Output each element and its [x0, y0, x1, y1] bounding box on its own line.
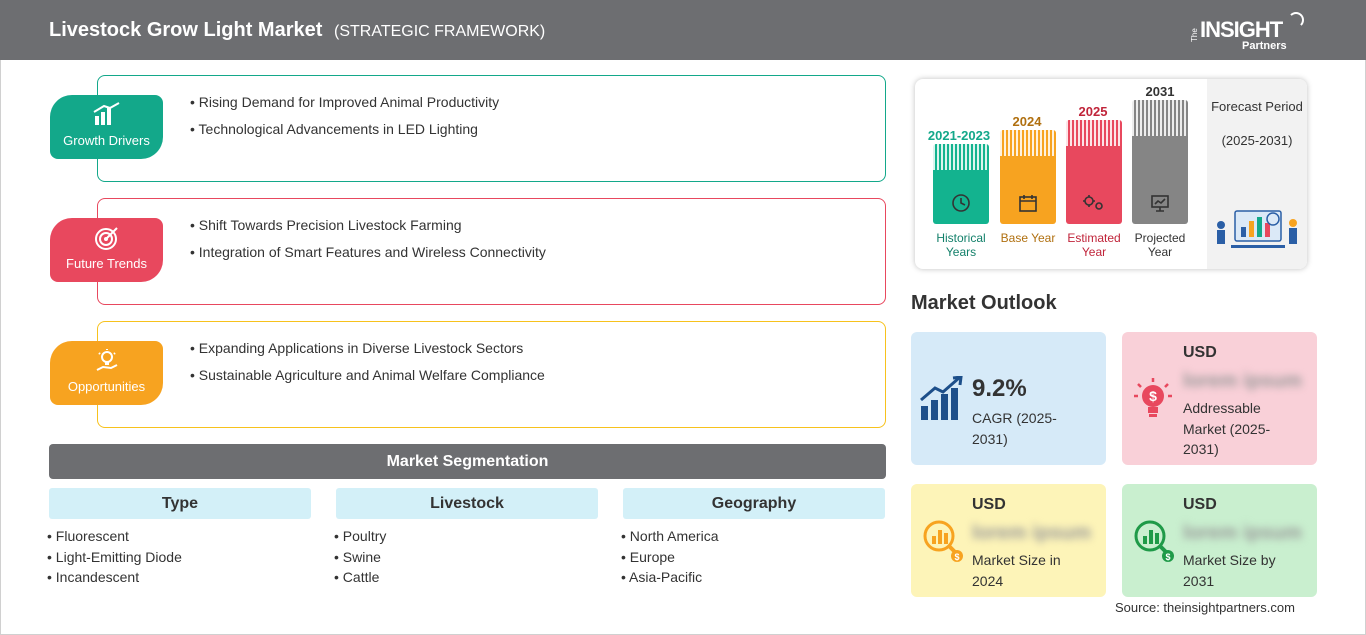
- addressable-value: lorem ipsum: [1183, 370, 1302, 392]
- addressable-market-card: $ USD lorem ipsum Addressable Market (20…: [1122, 332, 1317, 465]
- list-item: Incandescent: [47, 567, 182, 588]
- opportunities-box: Expanding Applications in Diverse Livest…: [97, 321, 886, 428]
- segment-heading-geography: Geography: [623, 488, 885, 519]
- list-item: Integration of Smart Features and Wirele…: [190, 244, 546, 260]
- magnifier-chart-icon: $: [1134, 520, 1174, 562]
- lightbulb-hand-icon: [50, 348, 163, 380]
- opportunities-badge: Opportunities: [50, 341, 163, 405]
- market-size-2024-label: Market Size in 2024: [972, 552, 1061, 589]
- timeline-year: 2024: [1012, 114, 1042, 129]
- page-title: Livestock Grow Light Market: [49, 19, 323, 41]
- segmentation-title: Market Segmentation: [49, 444, 886, 479]
- lightbulb-dollar-icon: $: [1134, 378, 1172, 417]
- timeline-year: 2021-2023: [927, 128, 991, 143]
- header-bar: Livestock Grow Light Market (STRATEGIC F…: [0, 0, 1366, 60]
- segment-list-type: Fluorescent Light-Emitting Diode Incande…: [47, 526, 182, 588]
- list-item: Expanding Applications in Diverse Livest…: [190, 340, 545, 356]
- timeline-year: 2025: [1078, 104, 1108, 119]
- calendar-icon: [1000, 192, 1056, 219]
- list-item: Cattle: [334, 567, 386, 588]
- list-item: Asia-Pacific: [621, 567, 719, 588]
- analyst-illustration-icon: [1217, 210, 1297, 248]
- forecast-label: Forecast Period: [1211, 99, 1303, 114]
- forecast-range: (2025-2031): [1221, 133, 1293, 148]
- insight-partners-logo: The INSIGHT Partners: [1190, 12, 1310, 54]
- page-subtitle: (STRATEGIC FRAMEWORK): [334, 23, 546, 40]
- bar-growth-icon: [50, 102, 163, 132]
- history-icon: [933, 192, 989, 219]
- list-item: Swine: [334, 547, 386, 568]
- future-trends-box: Shift Towards Precision Livestock Farmin…: [97, 198, 886, 305]
- logo-arc-icon: [1288, 12, 1304, 28]
- timeline-label: Base Year: [1000, 231, 1056, 245]
- timeline-bar-historical: [933, 144, 989, 224]
- list-item: Sustainable Agriculture and Animal Welfa…: [190, 367, 545, 383]
- timeline-bar-base: [1000, 130, 1056, 224]
- list-item: Europe: [621, 547, 719, 568]
- timeline-label: Historical Years: [936, 231, 986, 259]
- svg-text:$: $: [954, 552, 959, 562]
- currency-label: USD: [972, 496, 1006, 513]
- segment-heading-livestock: Livestock: [336, 488, 598, 519]
- list-item: Rising Demand for Improved Animal Produc…: [190, 94, 499, 110]
- badge-label: Opportunities: [67, 379, 146, 394]
- gears-icon: [1066, 192, 1122, 219]
- growth-drivers-badge: Growth Drivers: [50, 95, 163, 159]
- magnifier-chart-icon: $: [923, 520, 963, 562]
- list-item: Technological Advancements in LED Lighti…: [190, 121, 499, 137]
- growth-drivers-box: Rising Demand for Improved Animal Produc…: [97, 75, 886, 182]
- currency-label: USD: [1183, 344, 1217, 361]
- svg-text:$: $: [1149, 388, 1157, 404]
- market-size-2031-label: Market Size by 2031: [1183, 552, 1276, 589]
- cagr-label: CAGR (2025-2031): [972, 410, 1057, 447]
- list-item: Fluorescent: [47, 526, 182, 547]
- badge-label: Growth Drivers: [63, 133, 150, 148]
- future-trends-badge: Future Trends: [50, 218, 163, 282]
- list-item: Shift Towards Precision Livestock Farmin…: [190, 217, 546, 233]
- badge-label: Future Trends: [66, 256, 147, 271]
- timeline-bar-projected: [1132, 100, 1188, 224]
- svg-text:$: $: [1165, 552, 1170, 562]
- segment-list-geography: North America Europe Asia-Pacific: [621, 526, 719, 588]
- list-item: Light-Emitting Diode: [47, 547, 182, 568]
- timeline-year: 2031: [1145, 84, 1175, 99]
- market-size-2031-card: $ USD lorem ipsum Market Size by 2031: [1122, 484, 1317, 597]
- presentation-icon: [1132, 192, 1188, 219]
- segment-list-livestock: Poultry Swine Cattle: [334, 526, 387, 588]
- source-link[interactable]: Source: theinsightpartners.com: [1115, 600, 1295, 615]
- market-outlook-title: Market Outlook: [911, 292, 1057, 314]
- cagr-value: 9.2%: [972, 375, 1027, 402]
- target-icon: [50, 225, 163, 257]
- list-item: North America: [621, 526, 719, 547]
- market-size-2024-card: $ USD lorem ipsum Market Size in 2024: [911, 484, 1106, 597]
- segment-heading-type: Type: [49, 488, 311, 519]
- timeline-label: Projected Year: [1134, 231, 1186, 259]
- forecast-period-panel: Forecast Period (2025-2031): [1207, 79, 1307, 269]
- cagr-card: 9.2% CAGR (2025-2031): [911, 332, 1106, 465]
- list-item: Poultry: [334, 526, 387, 547]
- market-size-2024-value: lorem ipsum: [972, 522, 1091, 544]
- market-size-2031-value: lorem ipsum: [1183, 522, 1302, 544]
- timeline-bar-estimated: [1066, 120, 1122, 224]
- timeline-label: Estimated Year: [1067, 231, 1121, 259]
- currency-label: USD: [1183, 496, 1217, 513]
- growth-chart-icon: [920, 376, 963, 420]
- addressable-label: Addressable Market (2025-2031): [1183, 400, 1271, 457]
